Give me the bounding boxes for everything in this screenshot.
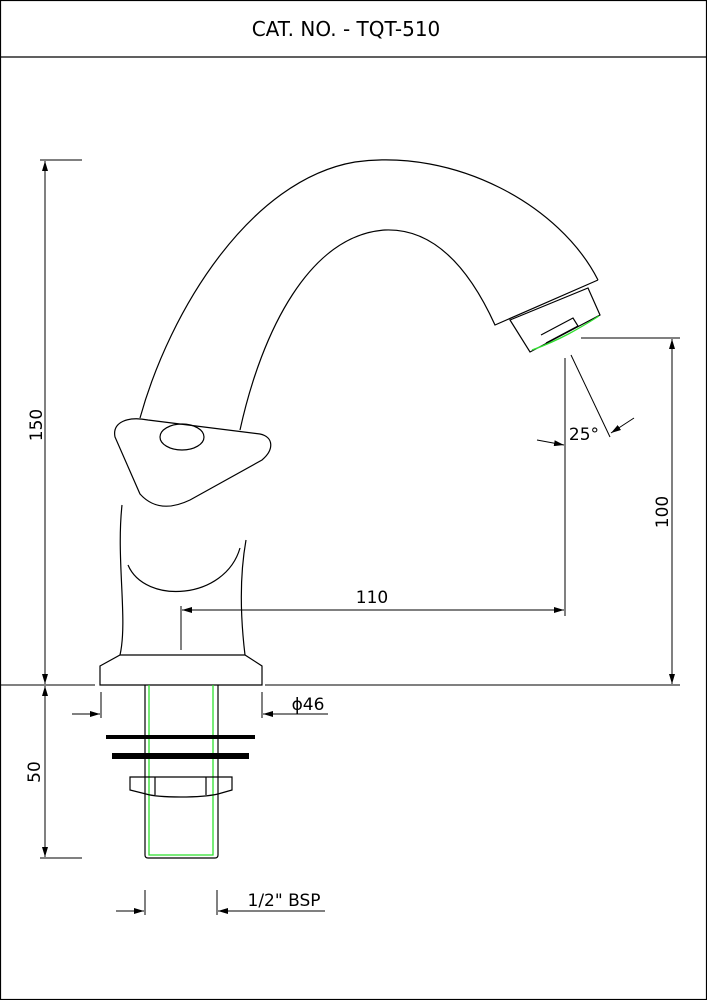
spout [139,159,601,431]
dimension-base-diameter: ϕ46 [72,692,328,718]
dimension-spout-reach: 110 [180,358,566,650]
dimension-spout-height: 100 [265,337,680,686]
handle-cap [159,423,205,451]
dimension-label: 1/2" BSP [248,891,321,911]
catalog-title: CAT. NO. - TQT-510 [252,17,441,41]
dimension-label: 25° [569,425,599,445]
dimension-total-height: 150 [27,159,82,684]
lock-nut [129,776,233,798]
dimension-label: ϕ46 [292,695,325,715]
handle [114,418,272,507]
body [99,504,263,686]
shank [106,685,255,859]
dimension-spout-angle: 25° [536,354,635,447]
base-flange [99,654,263,686]
dimension-connection: 1/2" BSP [116,890,325,915]
dimension-label: 100 [653,496,673,528]
dimension-shank-length: 50 [0,684,95,859]
dimension-label: 150 [27,409,47,441]
aerator [509,287,601,353]
dimension-label: 110 [356,588,388,608]
dimension-label: 50 [25,761,45,783]
